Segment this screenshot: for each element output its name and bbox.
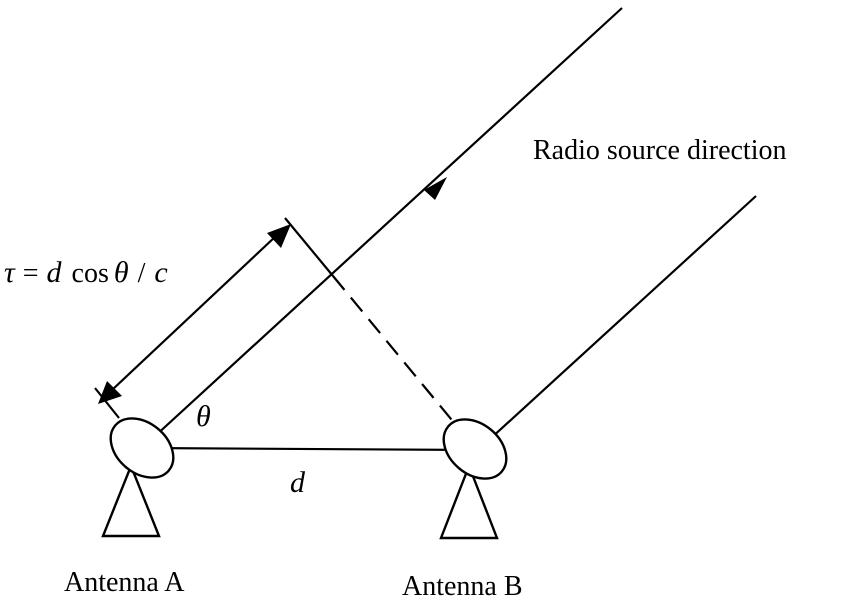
formula-tau: τ	[4, 256, 16, 289]
wavefront-solid	[284, 217, 334, 277]
delay-arrowhead-bottom	[98, 381, 122, 404]
formula-cos: cos	[72, 258, 109, 289]
ray-to-antenna-a	[141, 7, 623, 449]
delay-arrowhead-top	[267, 224, 291, 248]
ray-a-arrowhead	[424, 177, 447, 200]
antenna-a-dish	[109, 417, 175, 479]
formula-equals: =	[23, 258, 39, 289]
formula-c: c	[154, 256, 167, 289]
source-direction-label: Radio source direction	[533, 135, 786, 166]
delay-tick-a	[94, 387, 120, 419]
antenna-b-label: Antenna B	[402, 571, 523, 602]
formula-d: d	[47, 256, 63, 289]
antenna-b-dish	[442, 418, 508, 480]
delay-double-arrow	[111, 235, 277, 391]
wavefront-dashed	[332, 275, 466, 437]
ray-to-antenna-b	[477, 195, 757, 451]
baseline-line	[141, 446, 479, 452]
antenna-a-label: Antenna A	[64, 567, 185, 598]
antenna-b-stand	[439, 462, 499, 540]
theta-label: θ	[196, 400, 211, 433]
formula-theta: θ	[114, 256, 129, 289]
baseline-d-label: d	[290, 466, 306, 499]
formula-slash: /	[138, 258, 146, 289]
delay-formula-label: τ = d cos θ / c	[4, 256, 168, 289]
antenna-a-stand	[101, 462, 161, 538]
